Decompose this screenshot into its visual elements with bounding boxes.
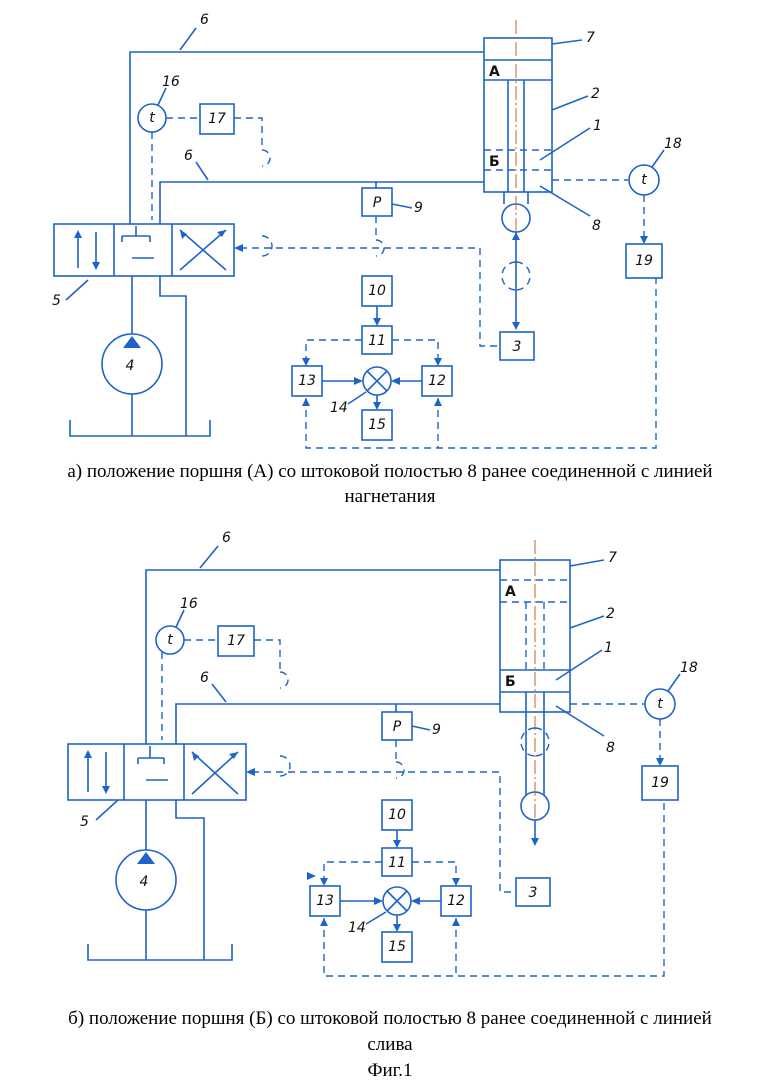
block-10-number: 10 <box>388 807 406 823</box>
pump-number: 4 <box>140 874 149 890</box>
chamber-label-a: А <box>505 584 516 600</box>
pump-number: 4 <box>126 358 135 374</box>
label-18-a: 18 <box>664 136 682 152</box>
temp-sensor-16: t <box>138 104 166 132</box>
label-1-a: 1 <box>593 118 602 134</box>
hydraulic-cylinder-2: А Б <box>484 20 552 300</box>
temp-symbol: t <box>149 110 155 126</box>
label-14-b: 14 <box>348 920 366 936</box>
block-12-number: 12 <box>428 373 446 389</box>
label-6-top-a: 6 <box>200 12 209 28</box>
temp-symbol: t <box>657 696 663 712</box>
block-13-number: 13 <box>316 893 334 909</box>
line-6-top <box>146 570 500 752</box>
block-12-number: 12 <box>447 893 465 909</box>
temp-sensor-18: t <box>645 689 675 719</box>
label-7-b: 7 <box>608 550 617 566</box>
label-6-lower-a: 6 <box>184 148 193 164</box>
label-2-b: 2 <box>606 606 615 622</box>
hydraulic-cylinder-2: А Б <box>500 540 570 820</box>
label-valve: 5 <box>52 293 61 309</box>
distributor-valve-5 <box>68 744 246 800</box>
label-16-b: 16 <box>180 596 198 612</box>
line-6-top <box>130 52 484 232</box>
chamber-label-a: А <box>489 64 500 80</box>
caption-a-line1: а) положение поршня (А) со штоковой поло… <box>67 461 712 482</box>
label-8-a: 8 <box>592 218 601 234</box>
label-14-a: 14 <box>330 400 348 416</box>
caption-a-line2: нагнетания <box>344 486 435 507</box>
chamber-label-b: Б <box>505 674 516 690</box>
distributor-valve-5 <box>54 224 234 276</box>
block-17-number: 17 <box>208 111 226 127</box>
block-13-number: 13 <box>298 373 316 389</box>
label-6-top-b: 6 <box>222 530 231 546</box>
rod-end-dashed-right <box>516 262 530 290</box>
label-6-lower-b: 6 <box>200 670 209 686</box>
drain-line <box>160 276 186 436</box>
label-2-a: 2 <box>591 86 600 102</box>
block-17-number: 17 <box>227 633 245 649</box>
label-16-a: 16 <box>162 74 180 90</box>
figure-title: Фиг.1 <box>367 1060 412 1081</box>
label-18-b: 18 <box>680 660 698 676</box>
indicator-14 <box>363 367 391 395</box>
panel-a-diagram: 4 5 А Б 7 2 <box>52 12 682 448</box>
block-11-number: 11 <box>388 855 406 871</box>
temp-sensor-16: t <box>156 626 184 654</box>
pump-4: 4 <box>116 850 176 910</box>
pressure-symbol: P <box>373 195 382 211</box>
pressure-symbol: P <box>393 719 402 735</box>
feedback-line <box>306 278 656 448</box>
temp-sensor-18: t <box>629 165 659 195</box>
label-7-a: 7 <box>586 30 595 46</box>
temp-symbol: t <box>641 172 647 188</box>
leader-5 <box>66 280 88 300</box>
chamber-label-b: Б <box>489 154 500 170</box>
rod-end-dashed-left <box>502 262 516 290</box>
block-19-number: 19 <box>635 253 653 269</box>
tank <box>70 420 210 436</box>
block-15-number: 15 <box>388 939 406 955</box>
block-19-number: 19 <box>651 775 669 791</box>
block17-to-13 <box>234 118 262 150</box>
label-valve: 5 <box>80 814 89 830</box>
panel-b-diagram: 4 5 А Б 7 2 1 8 <box>68 530 698 976</box>
block-10-number: 10 <box>368 283 386 299</box>
label-1-b: 1 <box>604 640 613 656</box>
label-8-b: 8 <box>606 740 615 756</box>
sensor-3-number: 3 <box>513 339 522 355</box>
tank <box>88 944 232 960</box>
label-9-a: 9 <box>414 200 423 216</box>
indicator-14 <box>383 887 411 915</box>
temp-symbol: t <box>167 632 173 648</box>
pump-4: 4 <box>102 334 162 394</box>
block-11-number: 11 <box>368 333 386 349</box>
block-15-number: 15 <box>368 417 386 433</box>
label-9-b: 9 <box>432 722 441 738</box>
caption-b-line2: слива <box>367 1034 413 1055</box>
caption-b-line1: б) положение поршня (Б) со штоковой поло… <box>68 1008 712 1029</box>
sensor-3-number: 3 <box>529 885 538 901</box>
